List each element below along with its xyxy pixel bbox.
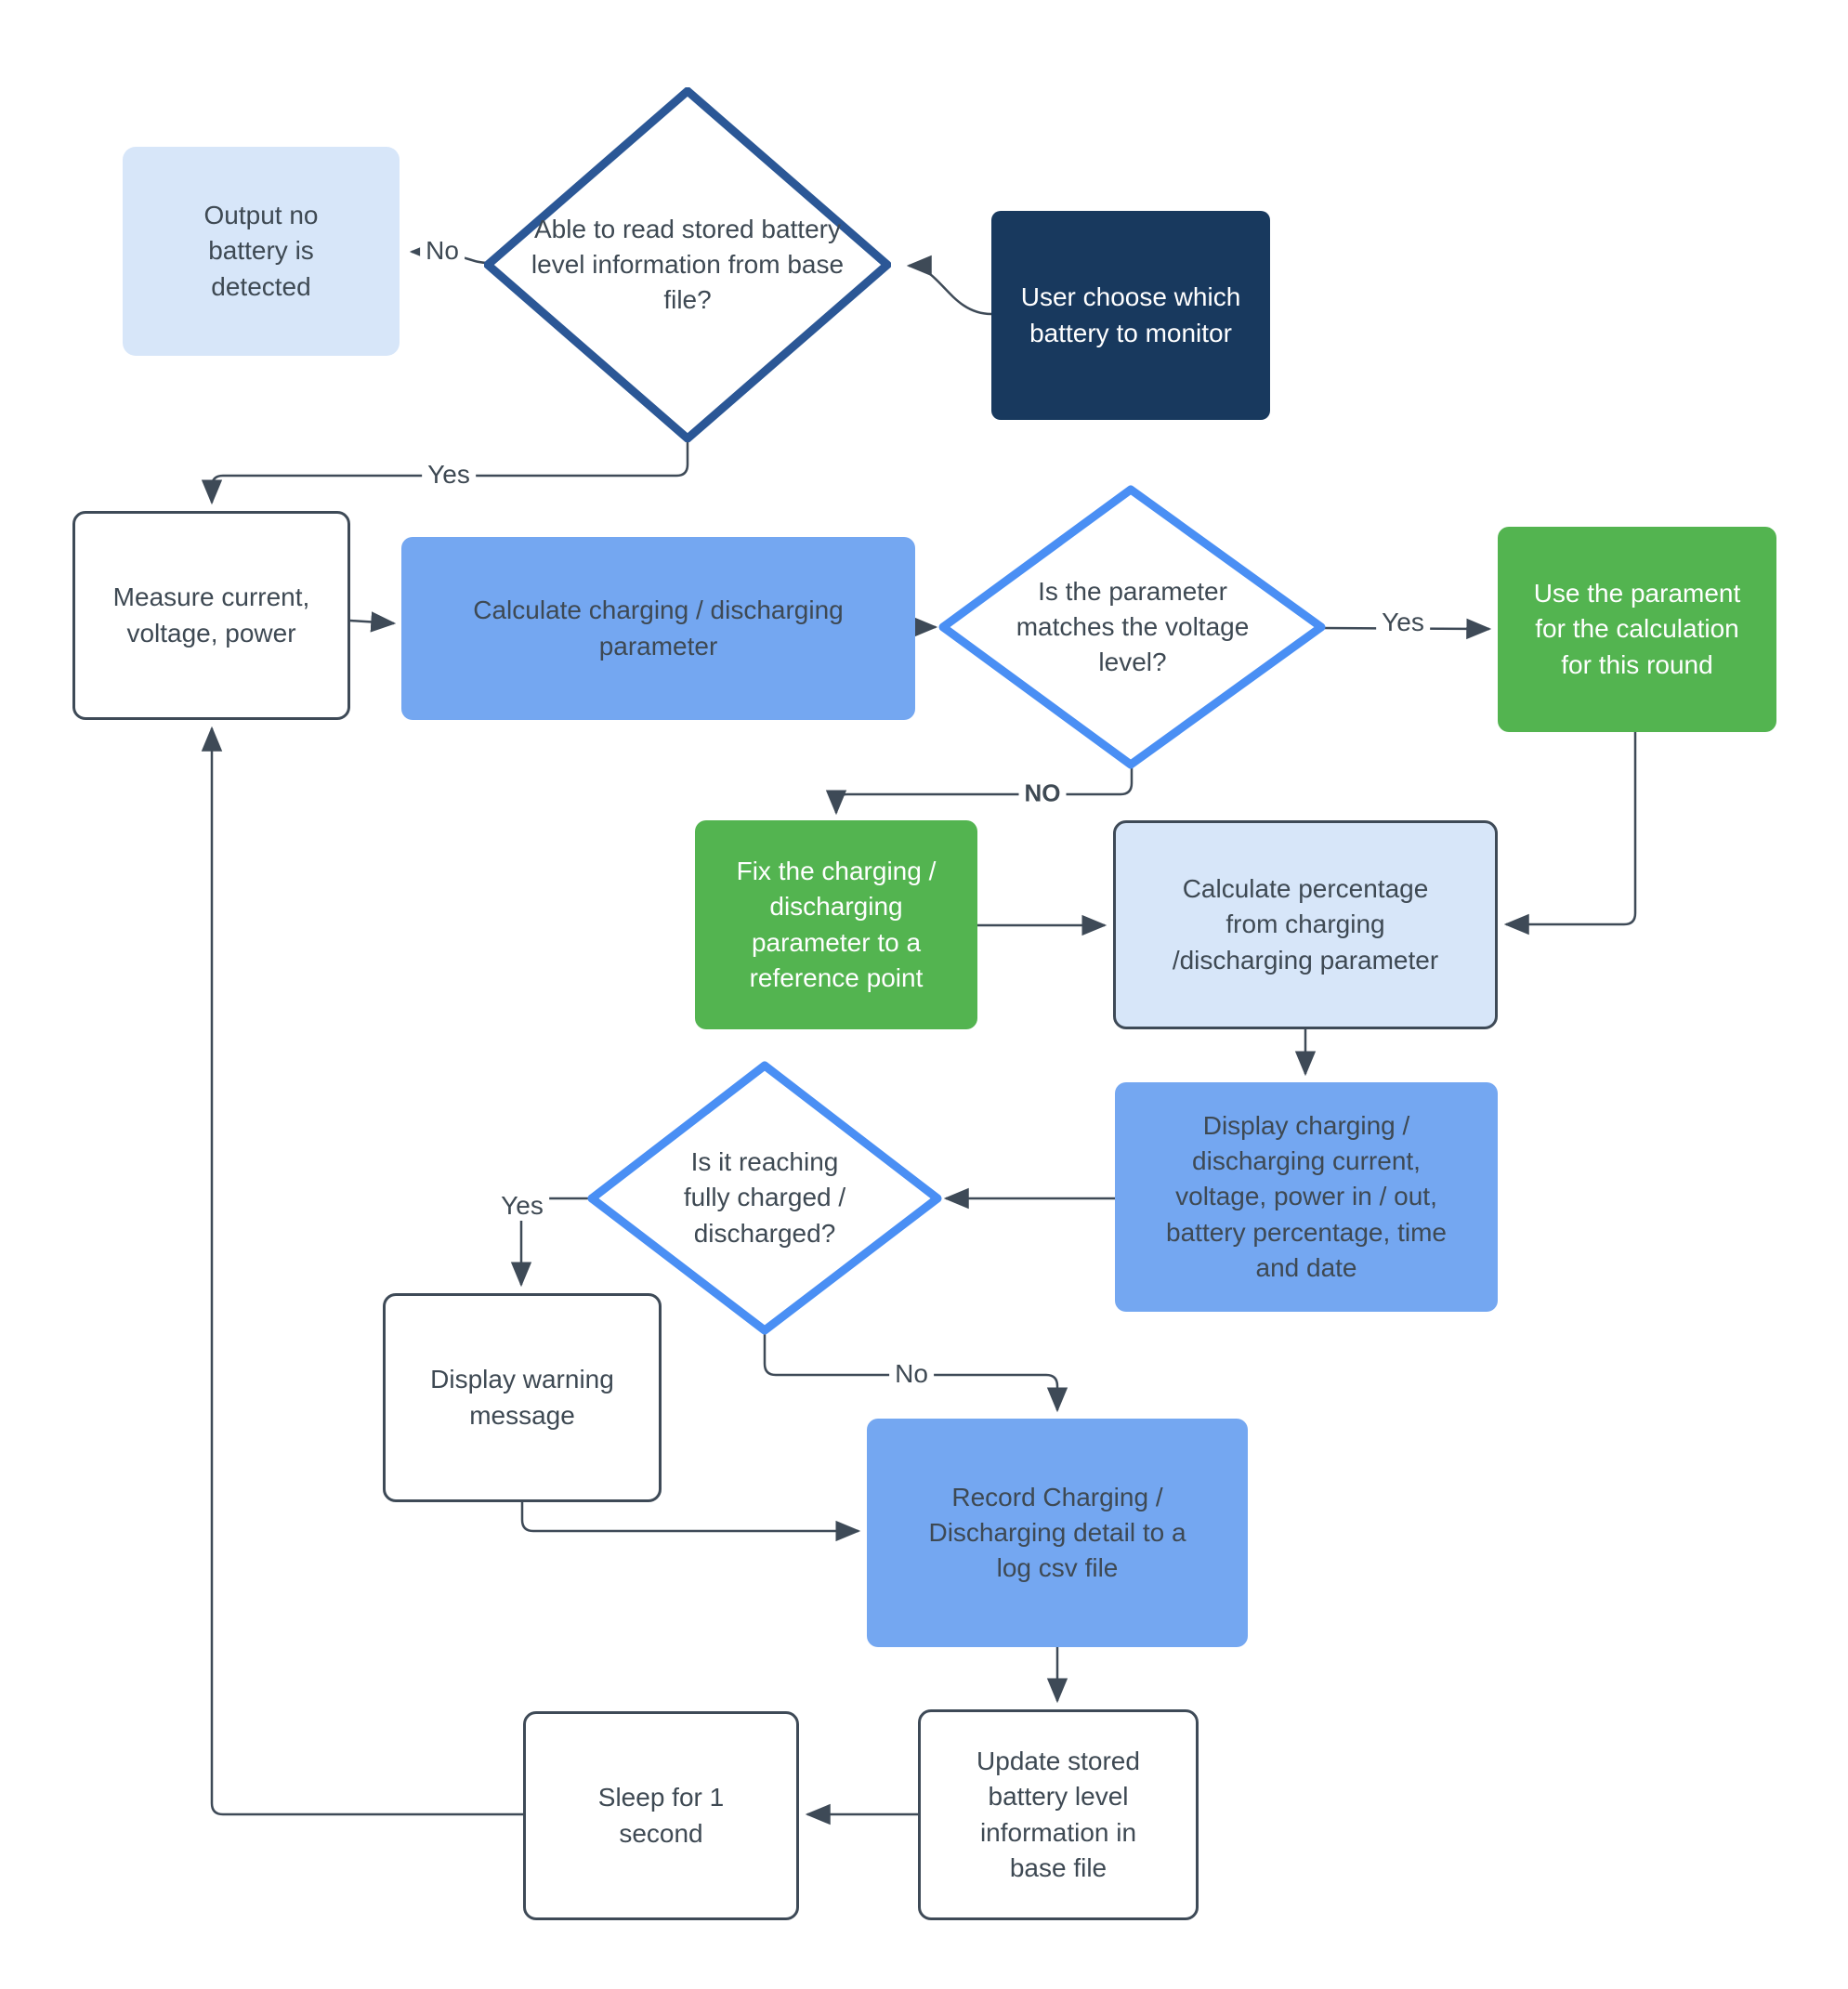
node-sleep-one-second: Sleep for 1 second [523, 1711, 799, 1920]
connector-sleep-to-measure-loop [201, 726, 523, 1816]
decision-parameter-matches-voltage: Is the parameter matches the voltage lev… [938, 485, 1327, 769]
edge-label-yes-match-decision: Yes [1376, 608, 1430, 637]
node-label: User choose which battery to monitor [1020, 282, 1241, 347]
connector-measure-to-calculate-parameter [349, 611, 397, 633]
edge-label-no-full-decision: No [889, 1359, 934, 1389]
node-user-choose-battery: User choose which battery to monitor [991, 211, 1270, 420]
edge-label-yes-full-decision: Yes [495, 1191, 549, 1221]
edge-label-no-match-decision: NO [1018, 779, 1067, 808]
node-record-log-csv: Record Charging / Discharging detail to … [867, 1419, 1248, 1647]
node-label: Record Charging / Discharging detail to … [928, 1482, 1186, 1583]
node-output-no-battery: Output no battery is detected [123, 147, 400, 356]
node-label: Calculate percentage from charging /disc… [1172, 874, 1439, 975]
diamond-shape [938, 485, 1326, 769]
node-fix-parameter: Fix the charging / discharging parameter… [695, 820, 977, 1029]
diamond-shape [484, 87, 891, 442]
node-label: Is it reaching fully charged / discharge… [683, 1147, 846, 1248]
connector-warning-to-record [520, 1502, 861, 1542]
decision-fully-charged-discharged: Is it reaching fully charged / discharge… [587, 1061, 942, 1335]
diamond-shape [587, 1061, 942, 1335]
node-label: Is the parameter matches the voltage lev… [1016, 576, 1250, 677]
node-label: Display warning message [430, 1365, 614, 1430]
node-label: Update stored battery level information … [976, 1747, 1140, 1882]
node-label: Sleep for 1 second [597, 1783, 725, 1848]
node-label: Calculate charging / discharging paramet… [473, 595, 844, 661]
node-label: Display charging / discharging current, … [1166, 1111, 1447, 1282]
node-update-base-file: Update stored battery level information … [918, 1709, 1199, 1920]
node-display-details: Display charging / discharging current, … [1115, 1082, 1498, 1312]
edge-label-yes-read-decision: Yes [422, 460, 476, 490]
node-label: Use the parament for the calculation for… [1533, 579, 1741, 679]
node-label: Measure current, voltage, power [112, 582, 310, 648]
node-label: Able to read stored battery level inform… [531, 214, 845, 315]
node-calculate-percentage: Calculate percentage from charging /disc… [1113, 820, 1498, 1029]
decision-read-base-file: Able to read stored battery level inform… [484, 87, 891, 442]
connector-use-parameter-to-calculate-percentage [1503, 732, 1637, 936]
node-use-parameter: Use the parament for the calculation for… [1498, 527, 1776, 732]
node-display-warning: Display warning message [383, 1293, 662, 1502]
connector-match-decision-to-fix-parameter-no [825, 765, 1134, 816]
node-calculate-parameter: Calculate charging / discharging paramet… [401, 537, 915, 720]
node-measure-current-voltage-power: Measure current, voltage, power [72, 511, 350, 720]
node-label: Output no battery is detected [203, 201, 319, 301]
node-label: Fix the charging / discharging parameter… [736, 857, 937, 992]
connector-user-to-read-decision [906, 255, 992, 316]
edge-label-no-read-decision: No [420, 236, 465, 266]
